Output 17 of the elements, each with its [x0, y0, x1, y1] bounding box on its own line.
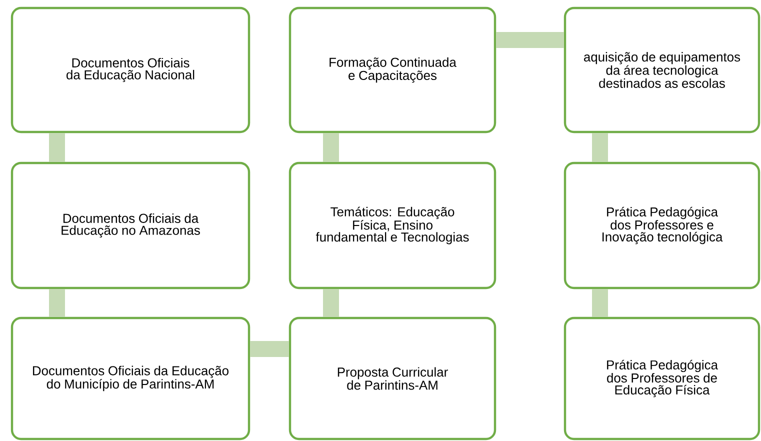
connector-bar — [592, 289, 608, 317]
process-box: Prática Pedagógica dos Professores de Educação Física — [564, 316, 760, 440]
connector-bar — [323, 133, 339, 162]
process-box: aquisição de equipamentos da área tecnologica destinados as escolas — [564, 6, 760, 134]
process-box: Proposta Curricular de Parintins-AM — [288, 316, 496, 440]
process-box: Temáticos: Educação Física, Ensino fundamental e Tecnologias — [288, 162, 496, 290]
connector-bar — [250, 341, 289, 357]
connector-bar — [496, 32, 564, 48]
connector-bar — [49, 133, 65, 162]
connector-bar — [49, 289, 65, 317]
process-box: Documentos Oficiais da Educação do Município de Parintins-AM — [10, 316, 250, 440]
process-box: Prática Pedagógica dos Professores e Inovação tecnológica — [564, 162, 760, 290]
process-box: Formação Continuada e Capacitações — [288, 6, 496, 134]
connector-bar — [323, 289, 339, 317]
process-box: Documentos Oficiais da Educação Nacional — [10, 6, 250, 134]
process-box: Documentos Oficiais da Educação no Amazonas — [10, 162, 250, 290]
connector-bar — [592, 133, 608, 162]
